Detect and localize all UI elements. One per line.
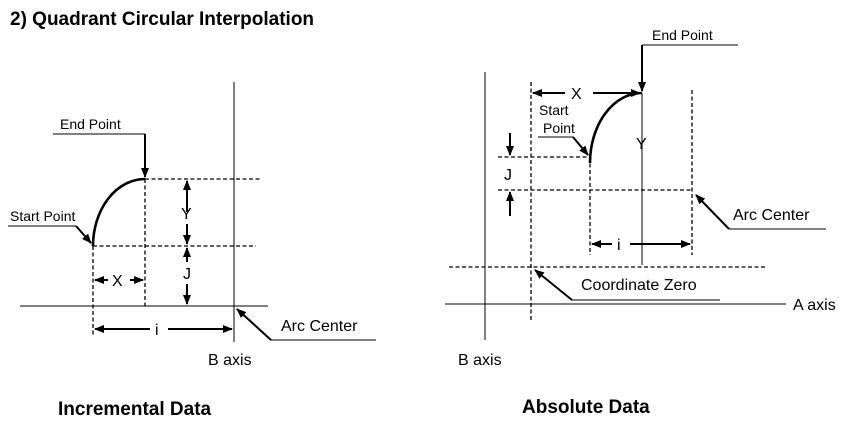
incremental-start-point-label: Start Point <box>10 208 75 224</box>
incremental-start-point-arrow <box>75 225 92 244</box>
incremental-caption: Incremental Data <box>58 399 212 420</box>
absolute-end-point-label: End Point <box>652 27 713 43</box>
absolute-j-label: J <box>504 167 512 184</box>
incremental-arc-center-label: Arc Center <box>281 318 358 335</box>
absolute-start-label-line1: Start <box>539 102 569 118</box>
absolute-diagram: X Y J i End Point Start Point Arc Center… <box>445 27 836 418</box>
incremental-x-label: X <box>112 273 123 290</box>
absolute-arc-center-arrow <box>695 194 730 230</box>
incremental-end-point-label: End Point <box>60 116 121 132</box>
absolute-i-label: i <box>617 237 621 254</box>
absolute-a-axis-label: A axis <box>793 297 836 314</box>
incremental-j-label: J <box>183 266 191 283</box>
absolute-start-point-arrow <box>572 136 589 156</box>
incremental-arc-center-arrow <box>236 308 272 341</box>
incremental-b-axis-label: B axis <box>208 352 252 369</box>
absolute-coordinate-zero-label: Coordinate Zero <box>581 277 697 294</box>
absolute-arc <box>588 91 643 164</box>
absolute-arc-center-label: Arc Center <box>733 207 810 224</box>
incremental-y-label: Y <box>181 206 192 223</box>
absolute-caption: Absolute Data <box>522 397 650 418</box>
absolute-x-label: X <box>571 86 582 103</box>
incremental-diagram: Y J X i End Point Start Point Arc Center… <box>8 82 376 420</box>
incremental-arc <box>91 177 146 247</box>
absolute-b-axis-label: B axis <box>458 352 502 369</box>
absolute-coordinate-zero-arrow <box>534 269 573 301</box>
incremental-i-label: i <box>155 322 159 339</box>
absolute-start-label-line2: Point <box>543 120 575 136</box>
absolute-y-label: Y <box>636 136 647 153</box>
diagram-title: 2) Quadrant Circular Interpolation <box>10 9 314 30</box>
